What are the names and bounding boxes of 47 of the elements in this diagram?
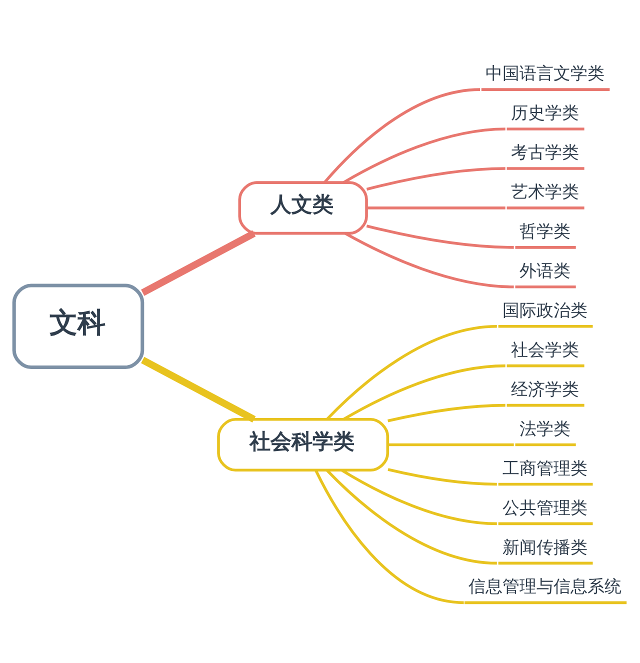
- connector: [366, 166, 506, 190]
- node-box: [506, 127, 584, 130]
- node-label: 信息管理与信息系统: [468, 576, 622, 596]
- node-label: 法学类: [519, 418, 570, 438]
- connector: [340, 468, 497, 525]
- connector: [141, 230, 256, 296]
- node-box: 人文类: [238, 180, 368, 234]
- connector: [344, 232, 514, 288]
- connector: [326, 324, 497, 420]
- connector: [324, 88, 480, 183]
- node-box: [498, 561, 593, 564]
- connector: [388, 468, 497, 486]
- node-label: 公共管理类: [502, 496, 588, 517]
- connector: [326, 468, 497, 564]
- node-box: [506, 403, 584, 406]
- node-label: 工商管理类: [502, 457, 588, 478]
- node-box: [506, 206, 584, 209]
- node-label: 考古学类: [511, 142, 580, 162]
- node-box: [481, 88, 610, 90]
- connector: [342, 127, 506, 184]
- node-box: [464, 600, 627, 604]
- connector: [141, 356, 256, 422]
- connector: [366, 224, 514, 248]
- node-box: [515, 246, 576, 248]
- node-box: [498, 522, 593, 525]
- node-label: 艺术学类: [511, 181, 580, 202]
- node-box: [506, 364, 584, 367]
- node-box: [515, 442, 576, 446]
- node-box: [498, 324, 593, 328]
- node-box: 社会科学类: [217, 417, 390, 472]
- connector: [314, 470, 464, 604]
- node-box: [506, 166, 584, 170]
- node-label: 历史学类: [511, 102, 580, 122]
- node-box: [498, 482, 593, 486]
- connector: [388, 442, 514, 446]
- node-label: 社会学类: [511, 338, 580, 359]
- connector: [342, 364, 506, 420]
- node-label: 哲学类: [519, 220, 570, 240]
- node-box: 文科: [12, 283, 144, 368]
- node-label: 中国语言文学类: [486, 62, 605, 83]
- node-box: [515, 284, 576, 288]
- node-label: 外语类: [519, 260, 570, 280]
- node-label: 新闻传播类: [502, 536, 588, 556]
- connector: [366, 206, 506, 209]
- node-label: 国际政治类: [502, 299, 588, 320]
- node-label: 经济学类: [511, 378, 580, 398]
- connector: [388, 403, 506, 422]
